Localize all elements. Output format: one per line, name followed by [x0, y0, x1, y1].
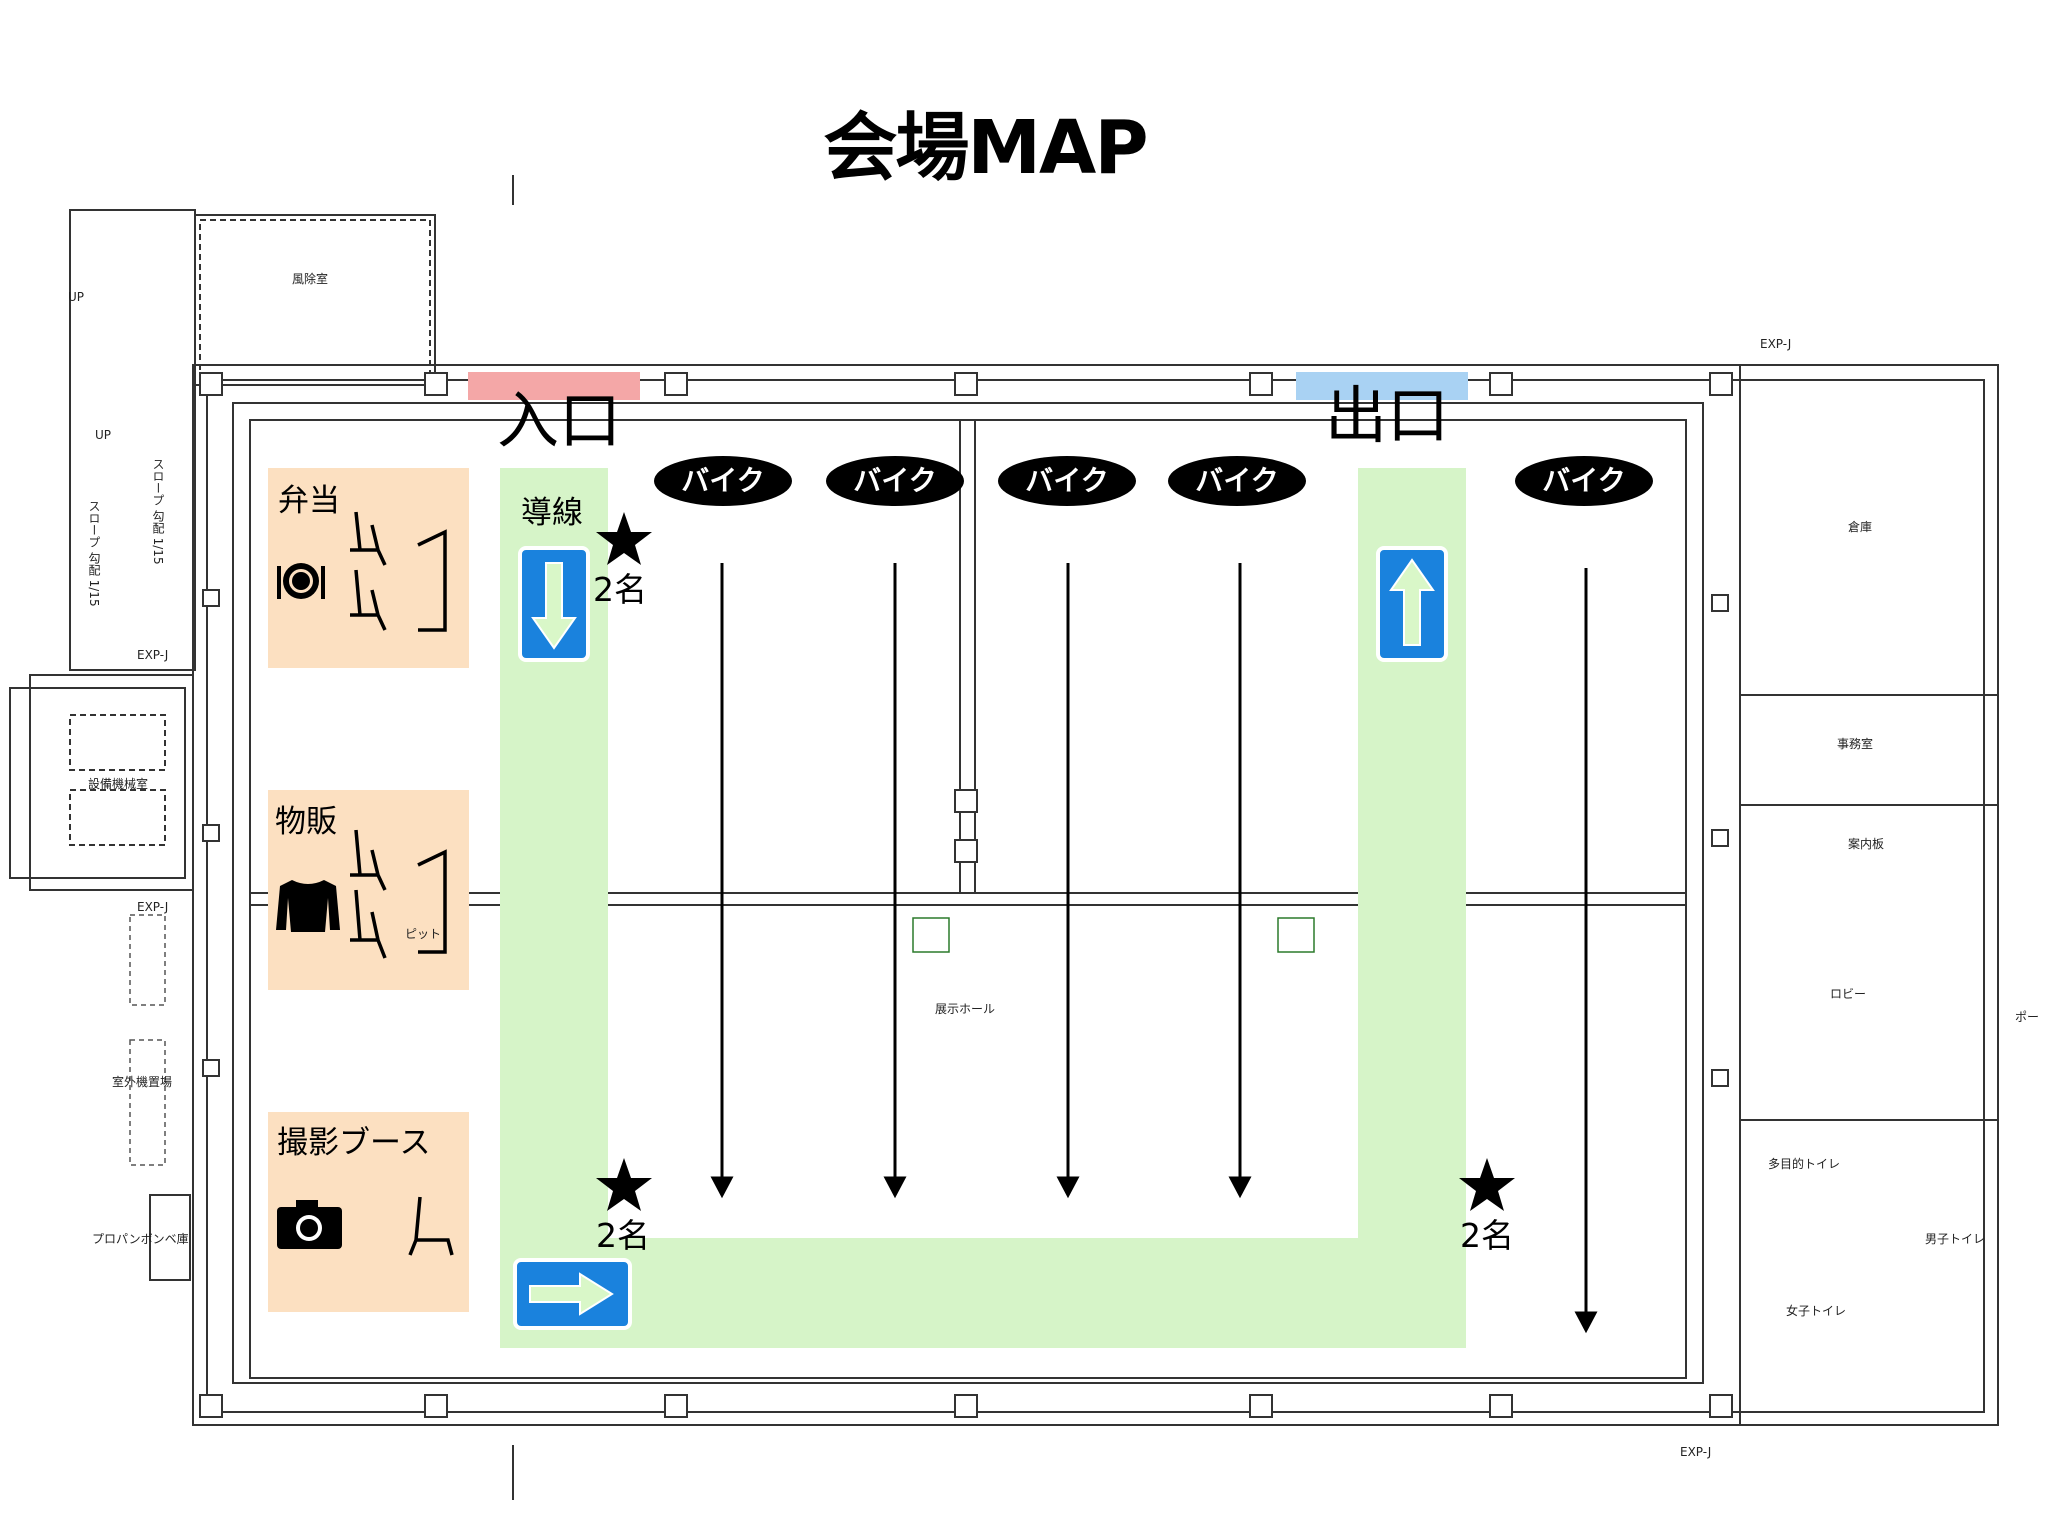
- room-womens-toilet: 女子トイレ: [1786, 1304, 1847, 1318]
- slope-mark: スロープ 勾配 1/15: [87, 500, 101, 607]
- arrow-sign-right: [513, 1258, 632, 1330]
- staff-count: 2名: [596, 1216, 650, 1255]
- bike-lane-label: バイク: [1515, 456, 1653, 506]
- exp-joint-mark: EXP-J: [1680, 1445, 1712, 1459]
- star-icon: [596, 512, 1515, 1211]
- flow-label: 導線: [521, 495, 583, 531]
- table-icon: [417, 529, 447, 954]
- outdoor-dashed-areas: [129, 914, 166, 1166]
- arrow-sign-down: [518, 546, 590, 662]
- camera-icon: [277, 1200, 342, 1249]
- room-exhibition-hall: 展示ホール: [935, 1002, 996, 1016]
- bike-lane-label: バイク: [1168, 456, 1306, 506]
- room-multi-toilet: 多目的トイレ: [1768, 1157, 1841, 1171]
- room-info-board: 案内板: [1848, 837, 1885, 851]
- bike-lane-label: バイク: [998, 456, 1136, 506]
- exp-joint-mark: EXP-J: [137, 648, 169, 662]
- booth-bento-label: 弁当: [278, 483, 340, 519]
- building-walls: [9, 175, 1999, 1500]
- exp-joint-mark: EXP-J: [1760, 337, 1792, 351]
- room-lobby: ロビー: [1830, 987, 1867, 1001]
- staff-count: 2名: [1460, 1216, 1514, 1255]
- staff-count: 2名: [593, 570, 647, 609]
- exit-bar: [1296, 372, 1468, 400]
- up-mark: UP: [68, 290, 85, 304]
- exp-joint-mark: EXP-J: [137, 900, 169, 914]
- room-windbreak: 風除室: [292, 272, 329, 286]
- booth-merch-label: 物販: [275, 804, 337, 840]
- floor-pits: [567, 917, 1315, 1292]
- room-office: 事務室: [1837, 737, 1874, 751]
- map-title: 会場MAP: [823, 105, 1148, 191]
- room-mens-toilet: 男子トイレ: [1925, 1232, 1986, 1246]
- slope-mark: スロープ 勾配 1/15: [151, 458, 165, 565]
- room-outdoor-equipment: 室外機置場: [112, 1075, 173, 1089]
- entrance-label: 入口: [497, 384, 622, 457]
- bike-lane-label: バイク: [826, 456, 964, 506]
- room-storage: 倉庫: [1848, 520, 1873, 534]
- plate-cutlery-icon: [277, 563, 325, 599]
- arrow-sign-up: [1376, 546, 1448, 662]
- entrance-bar: [468, 372, 640, 400]
- exit-label: 出口: [1325, 379, 1450, 452]
- room-equipment: 設備機械室: [88, 777, 149, 791]
- room-propane: プロパンボンベ庫: [92, 1232, 189, 1246]
- up-mark: UP: [95, 428, 112, 442]
- sweater-icon: [276, 880, 340, 932]
- booth-photo-label: 撮影ブース: [277, 1125, 431, 1161]
- bike-lane-label: バイク: [654, 456, 792, 506]
- chair-icon: [350, 511, 454, 1256]
- room-porch: ポー: [2015, 1010, 2040, 1024]
- pit-label: ピット: [405, 927, 442, 941]
- columns: [199, 372, 1733, 1418]
- bike-lane-arrows: [710, 563, 1598, 1334]
